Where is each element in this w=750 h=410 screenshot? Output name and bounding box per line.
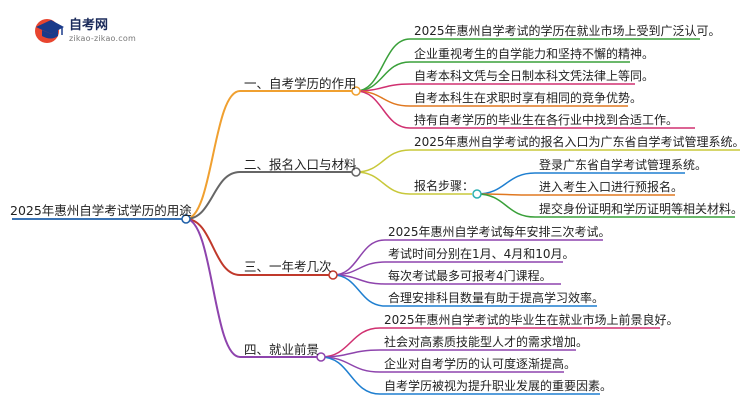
leaf: 考试时间分别在1月、4月和10月。	[388, 247, 575, 261]
leaf-link	[355, 38, 700, 92]
branch-prospects: 四、就业前景	[244, 342, 320, 357]
leaf: 提交身份证明和学历证明等相关材料。	[539, 202, 744, 216]
leaf: 进入考生入口进行预报名。	[539, 180, 684, 194]
leaf: 2025年惠州自学考试的学历在就业市场上受到广泛认可。	[414, 24, 721, 38]
leaf: 自考学历被视为提升职业发展的重要因素。	[384, 379, 613, 393]
branch-node	[328, 270, 338, 280]
branch-enrollment: 二、报名入口与材料	[244, 157, 357, 172]
leaf: 每次考试最多可报考4门课程。	[388, 269, 552, 283]
leaf-link	[332, 239, 603, 276]
sub-branch-steps: 报名步骤：	[414, 179, 475, 193]
leaf: 合理安排科目数量有助于提高学习效率。	[388, 291, 605, 305]
leaf-link	[320, 327, 660, 358]
leaf: 2025年惠州自学考试的毕业生在就业市场上前景良好。	[384, 313, 679, 327]
leaf-link	[320, 356, 600, 395]
leaf: 2025年惠州自学考试每年安排三次考试。	[388, 225, 611, 239]
branch-link	[185, 218, 321, 358]
branch-node	[316, 352, 326, 362]
branch-link	[185, 90, 356, 220]
leaf-link	[355, 171, 472, 195]
leaf: 2025年惠州自学考试的报名入口为广东省自学考试管理系统。	[414, 135, 745, 149]
leaf-link	[355, 90, 695, 129]
sub-node	[472, 189, 482, 199]
leaf: 自考本科生在求职时享有相同的竞争优势。	[414, 91, 643, 105]
leaf: 自考本科文凭与全日制本科文凭法律上等同。	[414, 69, 655, 83]
root-node	[181, 214, 191, 224]
leaf: 企业对自考学历的认可度逐渐提高。	[384, 357, 577, 371]
leaf-link	[476, 172, 685, 195]
logo: 自考网 zikao-zikao.com	[33, 12, 183, 52]
branch-link	[185, 218, 333, 276]
leaf-link	[332, 274, 597, 307]
leaf: 登录广东省自学考试管理系统。	[539, 158, 708, 172]
leaf-link	[355, 61, 630, 92]
leaf-link	[332, 261, 563, 276]
branch-node	[351, 86, 361, 96]
logo-subtitle: zikao-zikao.com	[69, 34, 136, 43]
leaf: 社会对高素质技能型人才的需求增加。	[384, 335, 589, 349]
graduation-cap-icon	[35, 19, 64, 43]
branch-role: 一、自考学历的作用	[244, 76, 357, 91]
leaf-link	[476, 193, 735, 218]
leaf-link	[355, 149, 740, 173]
branch-exam-times: 三、一年考几次	[244, 259, 332, 274]
leaf-link	[320, 349, 576, 358]
leaf: 企业重视考生的自学能力和坚持不懈的精神。	[414, 47, 655, 61]
root-topic: 2025年惠州自学考试学历的用途	[10, 203, 192, 218]
branch-link	[185, 171, 356, 220]
logo-title: 自考网	[69, 18, 109, 33]
leaf: 持有自考学历的毕业生在各行业中找到合适工作。	[414, 113, 679, 127]
branch-node	[351, 167, 361, 177]
